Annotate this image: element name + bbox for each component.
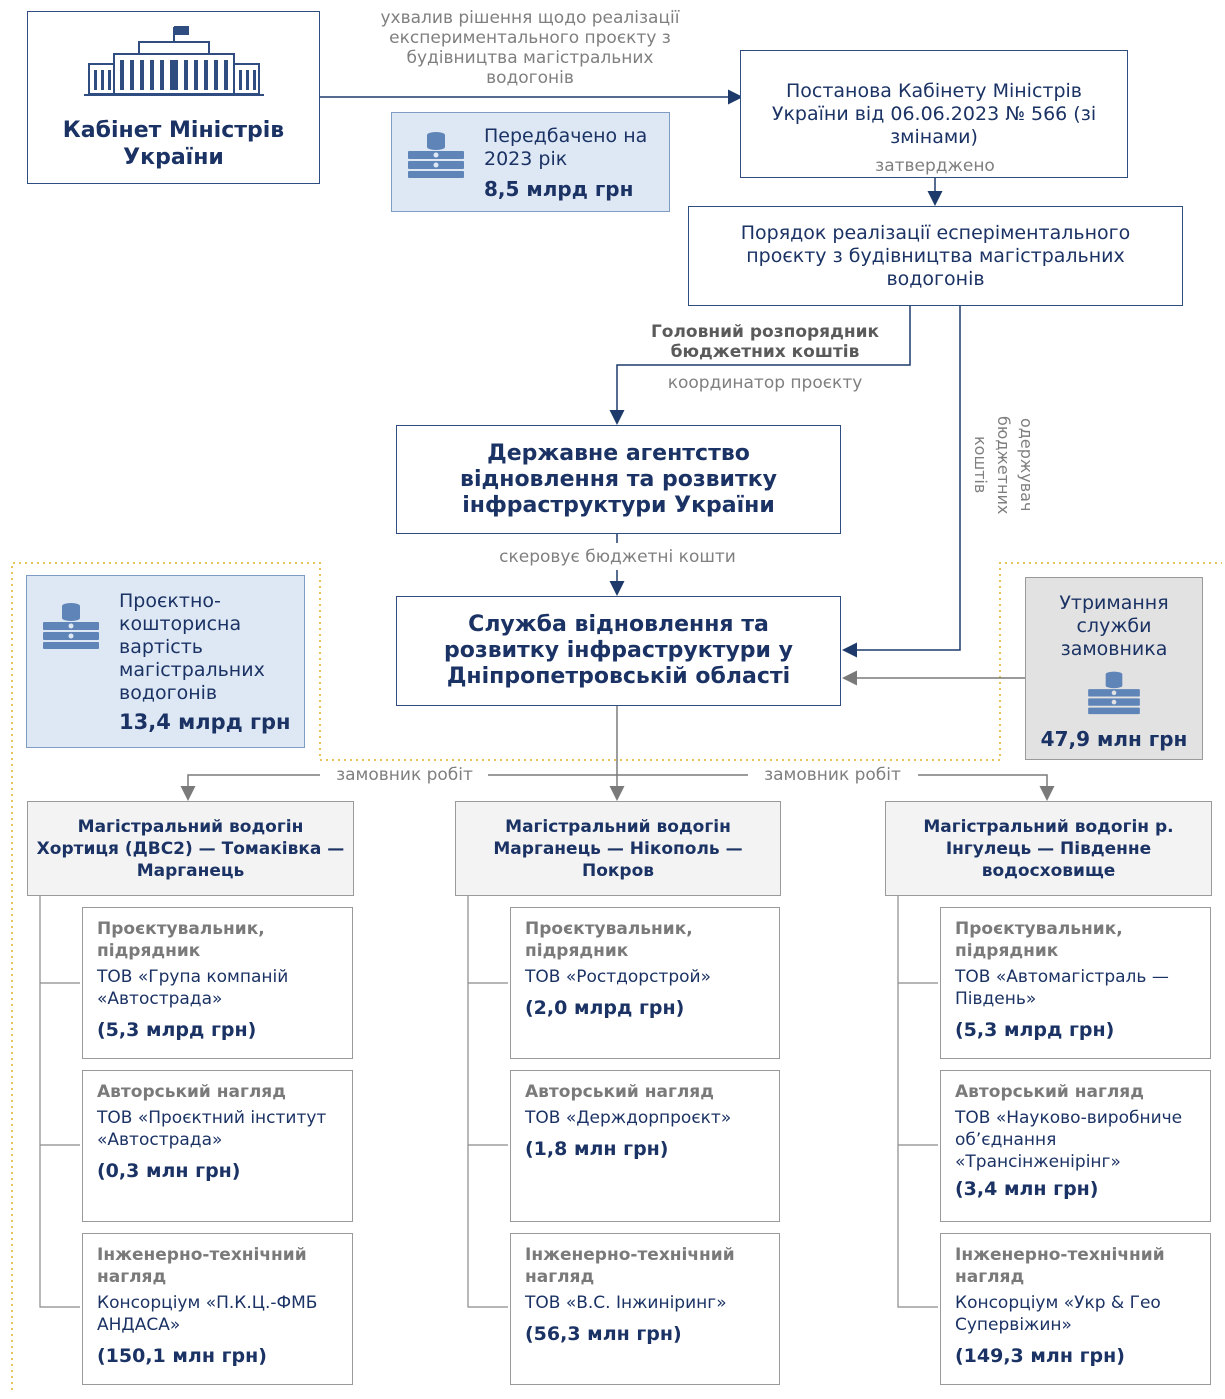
maintenance-label: Утримання служби замовника <box>1059 592 1169 660</box>
recipient-label: одержувач бюджетних коштів <box>971 415 1036 515</box>
amount-value: (1,8 млн грн) <box>525 1138 669 1160</box>
planned-2023-amount: 8,5 млрд грн <box>484 177 634 201</box>
engineering-card: Інженерно-технічний нагляд Консорціум «П… <box>82 1233 353 1385</box>
resolution-title: Постанова Кабінету Міністрів України від… <box>771 79 1097 148</box>
role-label: Проєктувальник, підрядник <box>525 919 693 961</box>
maintenance-amount: 47,9 млн грн <box>1040 727 1188 751</box>
agency-box: Державне агентство відновлення та розвит… <box>396 425 841 534</box>
project-box-3: Магістральний водогін р. Інгулець — Півд… <box>885 801 1212 896</box>
project-title: Магістральний водогін р. Інгулець — Півд… <box>923 816 1174 881</box>
amount-value: (5,3 млрд грн) <box>955 1019 1115 1041</box>
role-label: Авторський нагляд <box>97 1082 286 1102</box>
project-title: Магістральний водогін Марганець — Нікопо… <box>493 816 743 881</box>
main-manager-label: Головний розпорядник бюджетних коштів <box>650 322 880 362</box>
org-name: ТОВ «Група компаній «Автострада» <box>97 967 289 1009</box>
amount-value: (149,3 млн грн) <box>955 1345 1125 1367</box>
estimate-box: Проєктно-кошторисна вартість магістральн… <box>26 575 305 748</box>
customer-label-right: замовник робіт <box>750 765 915 785</box>
role-label: Інженерно-технічний нагляд <box>97 1245 307 1287</box>
amount-value: (2,0 млрд грн) <box>525 997 685 1019</box>
role-label: Авторський нагляд <box>955 1082 1144 1102</box>
supervision-card: Авторський нагляд ТОВ «Держдорпроєкт» (1… <box>510 1070 780 1222</box>
planned-2023-label: Передбачено на 2023 рік <box>484 125 648 170</box>
contractor-card: Проєктувальник, підрядник ТОВ «Автомагіс… <box>940 907 1211 1059</box>
approved-label: затверджено <box>875 156 995 176</box>
project-box-2: Магістральний водогін Марганець — Нікопо… <box>455 801 781 896</box>
agency-title: Державне агентство відновлення та розвит… <box>460 440 777 518</box>
estimate-label: Проєктно-кошторисна вартість магістральн… <box>119 590 265 704</box>
org-name: ТОВ «Держдорпроєкт» <box>525 1108 732 1128</box>
amount-value: (3,4 млн грн) <box>955 1178 1099 1200</box>
estimate-amount: 13,4 млрд грн <box>119 710 291 734</box>
project-box-1: Магістральний водогін Хортиця (ДВС2) — Т… <box>27 801 354 896</box>
money-icon <box>1088 671 1140 715</box>
org-name: Консорціум «Укр & Гео Супервіжин» <box>955 1293 1161 1335</box>
project-tree-lines <box>39 896 938 1308</box>
amount-value: (0,3 млн грн) <box>97 1160 241 1182</box>
org-name: ТОВ «Автомагістраль — Південь» <box>955 967 1169 1009</box>
org-name: ТОВ «В.С. Інжиніринг» <box>525 1293 727 1313</box>
role-label: Проєктувальник, підрядник <box>97 919 265 961</box>
contractor-card: Проєктувальник, підрядник ТОВ «Група ком… <box>82 907 353 1059</box>
project-title: Магістральний водогін Хортиця (ДВС2) — Т… <box>36 816 345 881</box>
org-name: ТОВ «Ростдорстрой» <box>525 967 711 987</box>
procedure-box: Порядок реалізації есперіментального про… <box>688 206 1183 306</box>
money-icon <box>43 603 99 649</box>
org-name: ТОВ «Науково-виробниче об’єднання «Транс… <box>955 1108 1183 1172</box>
engineering-card: Інженерно-технічний нагляд ТОВ «В.С. Інж… <box>510 1233 780 1385</box>
coordinator-label: координатор проєкту <box>640 373 890 393</box>
engineering-card: Інженерно-технічний нагляд Консорціум «У… <box>940 1233 1211 1385</box>
org-name: Консорціум «П.К.Ц.-ФМБ АНДАСА» <box>97 1293 318 1335</box>
directs-label: скеровує бюджетні кошти <box>470 547 765 567</box>
contractor-card: Проєктувальник, підрядник ТОВ «Ростдорст… <box>510 907 780 1059</box>
supervision-card: Авторський нагляд ТОВ «Проєктний інститу… <box>82 1070 353 1222</box>
arrow-coordinator <box>609 306 911 425</box>
government-building-icon <box>83 26 264 96</box>
arrow-project-1 <box>180 774 320 801</box>
arrow-project-3 <box>918 774 1055 801</box>
supervision-card: Авторський нагляд ТОВ «Науково-виробниче… <box>940 1070 1211 1222</box>
amount-value: (150,1 млн грн) <box>97 1345 267 1367</box>
org-name: ТОВ «Проєктний інститут «Автострада» <box>97 1108 327 1150</box>
cabinet-name: Кабінет Міністрів України <box>62 118 285 170</box>
role-label: Проєктувальник, підрядник <box>955 919 1123 961</box>
dotted-region-border <box>11 562 1222 1390</box>
planned-2023-box: Передбачено на 2023 рік 8,5 млрд грн <box>391 112 670 212</box>
role-label: Інженерно-технічний нагляд <box>525 1245 735 1287</box>
amount-value: (56,3 млн грн) <box>525 1323 682 1345</box>
role-label: Авторський нагляд <box>525 1082 714 1102</box>
procedure-title: Порядок реалізації есперіментального про… <box>740 221 1131 290</box>
maintenance-box: Утримання служби замовника 47,9 млн грн <box>1025 577 1203 760</box>
service-title: Служба відновлення та розвитку інфрастру… <box>444 612 793 689</box>
role-label: Інженерно-технічний нагляд <box>955 1245 1165 1287</box>
customer-label-left: замовник робіт <box>322 765 487 785</box>
decision-label: ухвалив рішення щодо реалізації експерим… <box>380 8 680 88</box>
resolution-box: Постанова Кабінету Міністрів України від… <box>740 50 1128 178</box>
money-icon <box>408 132 464 178</box>
service-box: Служба відновлення та розвитку інфрастру… <box>396 596 841 706</box>
arrow-recipient <box>842 306 961 658</box>
amount-value: (5,3 млрд грн) <box>97 1019 257 1041</box>
cabinet-box: Кабінет Міністрів України <box>27 11 320 184</box>
